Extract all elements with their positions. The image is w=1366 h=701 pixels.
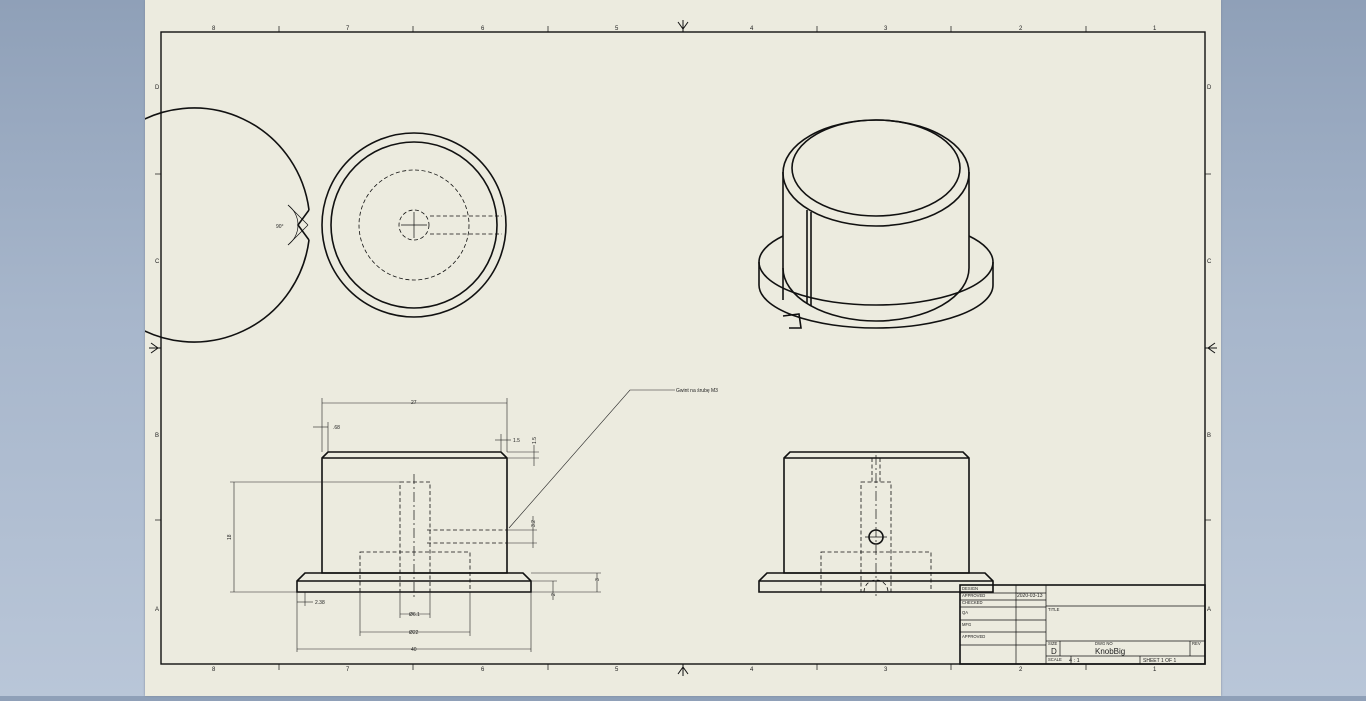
dim-hole: 3.2 xyxy=(531,520,537,527)
side-view[interactable] xyxy=(758,451,994,598)
tb-scale-label: SCALE xyxy=(1048,657,1062,662)
zone-label: D xyxy=(155,85,160,91)
dim-height: 18 xyxy=(227,534,233,540)
tb-scale: 4 : 1 xyxy=(1069,658,1080,664)
tb-size-label: SIZE xyxy=(1048,641,1058,646)
zone-label: 2 xyxy=(1019,26,1023,32)
zone-label: 3 xyxy=(884,667,888,673)
tb-label: DESIGN xyxy=(962,586,978,591)
zone-label: 1 xyxy=(1153,667,1157,673)
dim-inner-diameter: Ø6.1 xyxy=(409,612,420,618)
tb-sheet: SHEET 1 OF 1 xyxy=(1143,658,1176,664)
dim-top-width: 27 xyxy=(411,400,417,406)
zone-label: 7 xyxy=(346,667,350,673)
dim-step-width: 1.5 xyxy=(513,438,520,444)
zone-label: 7 xyxy=(346,26,350,32)
tb-dwg-no: KnobBig xyxy=(1095,647,1125,656)
tb-label: QA xyxy=(962,610,968,615)
tb-date: 2020-03-13 xyxy=(1017,593,1043,599)
zone-label: 6 xyxy=(481,667,485,673)
zone-label: 2 xyxy=(1019,667,1023,673)
dim-flange-thickness-2: 2 xyxy=(551,593,557,596)
zone-label: 8 xyxy=(212,667,216,673)
angle-dimension: 90° xyxy=(276,224,284,230)
zone-label: 1 xyxy=(1153,26,1157,32)
dim-chamfer: .68 xyxy=(333,425,340,431)
tb-label: APPROVED xyxy=(962,634,985,639)
thread-note: Gwint na śrubę M3 xyxy=(676,388,718,394)
zone-label: A xyxy=(1207,607,1211,613)
zone-label: D xyxy=(1207,85,1212,91)
zone-label: 3 xyxy=(884,26,888,32)
tb-title-label: TITLE xyxy=(1048,607,1060,612)
centering-marks xyxy=(149,20,1217,676)
dim-bore-diameter: Ø22 xyxy=(409,630,419,636)
sheet-border xyxy=(160,31,1206,665)
dim-flange-thickness-1: 3 xyxy=(595,578,601,581)
tb-label: MFG xyxy=(962,622,971,627)
tb-label: APPROVED xyxy=(962,593,985,598)
zone-label: 5 xyxy=(615,667,619,673)
title-block[interactable]: DESIGN APPROVED CHECKED QA MFG APPROVED … xyxy=(959,584,1206,665)
zone-label: 5 xyxy=(615,26,619,32)
zone-label: 4 xyxy=(750,26,754,32)
drawing-sheet[interactable]: 8 7 6 5 4 3 2 1 8 7 6 5 4 3 2 1 D C B A … xyxy=(77,0,1221,696)
zone-ticks xyxy=(155,26,1211,670)
zone-label: B xyxy=(155,433,159,439)
tb-rev-label: REV xyxy=(1192,641,1201,646)
zone-label: C xyxy=(155,259,160,265)
tb-label: CHECKED xyxy=(962,600,982,605)
isometric-view[interactable] xyxy=(758,119,994,329)
dim-flange-diameter: 40 xyxy=(411,647,417,653)
tb-size: D xyxy=(1051,647,1057,656)
tb-dwg-label: DWG NO xyxy=(1095,641,1113,646)
front-view[interactable]: Gwint na śrubę M3 27 .68 1.5 1.5 18 3.2 … xyxy=(227,388,718,653)
zone-label: B xyxy=(1207,433,1211,439)
zone-label: 8 xyxy=(212,26,216,32)
zone-label: A xyxy=(155,607,159,613)
top-view[interactable]: 90° xyxy=(77,107,507,343)
drawing-canvas: 8 7 6 5 4 3 2 1 8 7 6 5 4 3 2 1 D C B A … xyxy=(77,20,1217,676)
zone-label: 6 xyxy=(481,26,485,32)
zone-label: C xyxy=(1207,259,1212,265)
dim-flange-offset: 2.38 xyxy=(315,600,325,606)
dim-step-height: 1.5 xyxy=(532,437,538,444)
zone-label: 4 xyxy=(750,667,754,673)
